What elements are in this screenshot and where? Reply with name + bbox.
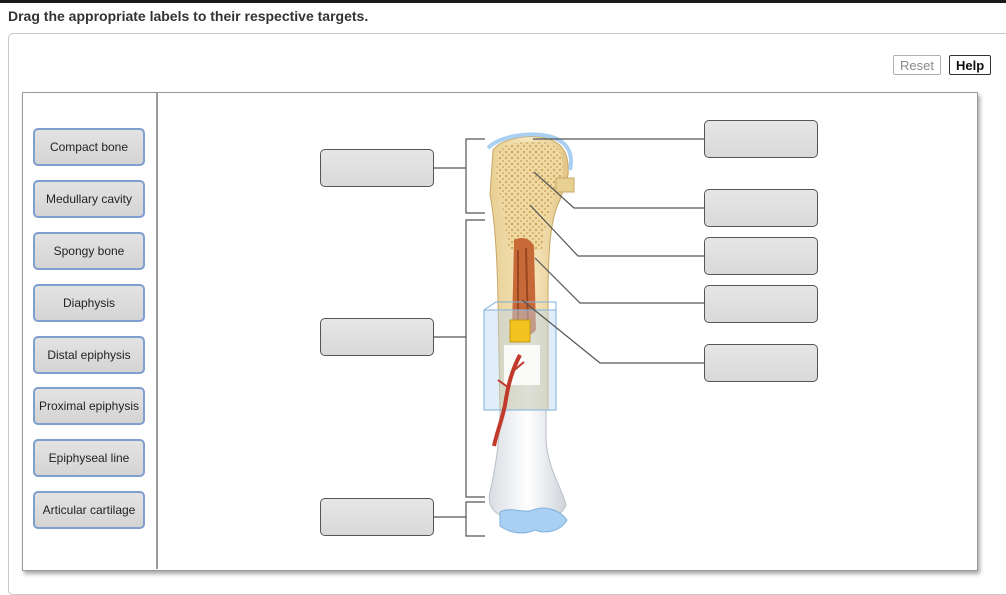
drop-target-left-2[interactable] <box>320 318 434 356</box>
magnified-section <box>483 301 557 411</box>
label-diaphysis[interactable]: Diaphysis <box>33 284 145 322</box>
drop-target-right-4[interactable] <box>704 285 818 323</box>
left-leader-lines <box>433 138 485 537</box>
help-button[interactable]: Help <box>949 55 992 75</box>
label-proximal-epiphysis[interactable]: Proximal epiphysis <box>33 387 145 425</box>
drop-target-right-3[interactable] <box>704 237 818 275</box>
bone-diagram <box>433 132 705 537</box>
drop-target-right-1[interactable] <box>704 120 818 158</box>
artery-branches <box>497 361 525 389</box>
label-tray <box>22 92 158 569</box>
label-distal-epiphysis[interactable]: Distal epiphysis <box>33 336 145 374</box>
instruction-text: Drag the appropriate labels to their res… <box>8 8 369 24</box>
distal-articular-cartilage <box>499 507 568 534</box>
drop-target-left-1[interactable] <box>320 149 434 187</box>
top-rule <box>0 0 1006 3</box>
label-spongy-bone[interactable]: Spongy bone <box>33 232 145 270</box>
label-medullary-cavity[interactable]: Medullary cavity <box>33 180 145 218</box>
drop-target-right-2[interactable] <box>704 189 818 227</box>
label-epiphyseal-line[interactable]: Epiphyseal line <box>33 439 145 477</box>
drop-target-left-3[interactable] <box>320 498 434 536</box>
label-articular-cartilage[interactable]: Articular cartilage <box>33 491 145 529</box>
label-compact-bone[interactable]: Compact bone <box>33 128 145 166</box>
reset-button[interactable]: Reset <box>893 55 941 75</box>
drop-target-right-5[interactable] <box>704 344 818 382</box>
right-leader-lines <box>521 138 705 364</box>
nutrient-artery <box>492 354 522 447</box>
medullary-cavity <box>512 238 536 336</box>
